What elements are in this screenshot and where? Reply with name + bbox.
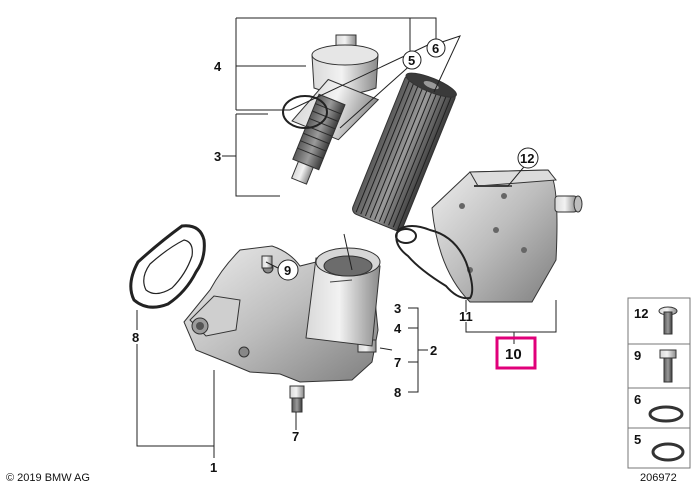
legend-number-5: 5 <box>634 432 641 447</box>
callout-2: 2 <box>430 343 437 358</box>
callout-numbers: 4 3 5 6 12 9 8 1 7 3 4 2 7 8 11 10 <box>132 38 539 475</box>
oil-filter-housing <box>183 245 381 383</box>
bolt-icon <box>659 349 677 383</box>
callout-12: 12 <box>520 151 534 166</box>
o-ring-icon <box>651 442 685 462</box>
callout-8-right: 8 <box>394 385 401 400</box>
copyright-notice: © 2019 BMW AG <box>6 472 90 484</box>
o-ring-cover <box>282 95 328 129</box>
leader-lines <box>136 17 557 458</box>
callout-3-top: 3 <box>214 149 221 164</box>
callout-1: 1 <box>210 460 217 475</box>
o-ring-cooler <box>395 228 417 244</box>
gasket-cooler <box>395 225 474 300</box>
legend-number-12: 12 <box>634 306 648 321</box>
callout-5: 5 <box>408 53 415 68</box>
parts-legend: 12 9 6 5 <box>627 297 691 469</box>
callout-6: 6 <box>432 41 439 56</box>
oil-filter-element <box>352 72 457 232</box>
callout-4-right: 4 <box>394 321 402 336</box>
callout-11: 11 <box>459 309 473 324</box>
callout-7-right: 7 <box>394 355 401 370</box>
oil-cooler <box>431 169 583 303</box>
legend-number-9: 9 <box>634 348 641 363</box>
callout-10: 10 <box>505 346 522 363</box>
callout-3-right: 3 <box>394 301 401 316</box>
gasket-housing <box>129 224 206 309</box>
sealing-ring-icon <box>648 405 684 423</box>
callout-9: 9 <box>284 263 291 278</box>
callout-10-highlight <box>495 336 537 370</box>
oil-filter-cover <box>290 34 380 185</box>
plug-part-7 <box>289 385 305 413</box>
callout-7-bottom: 7 <box>292 429 299 444</box>
diagram-id: 206972 <box>640 472 677 484</box>
callout-8-left: 8 <box>132 330 139 345</box>
callout-4-top: 4 <box>214 59 222 74</box>
screw-icon <box>658 306 678 335</box>
legend-number-6: 6 <box>634 392 641 407</box>
